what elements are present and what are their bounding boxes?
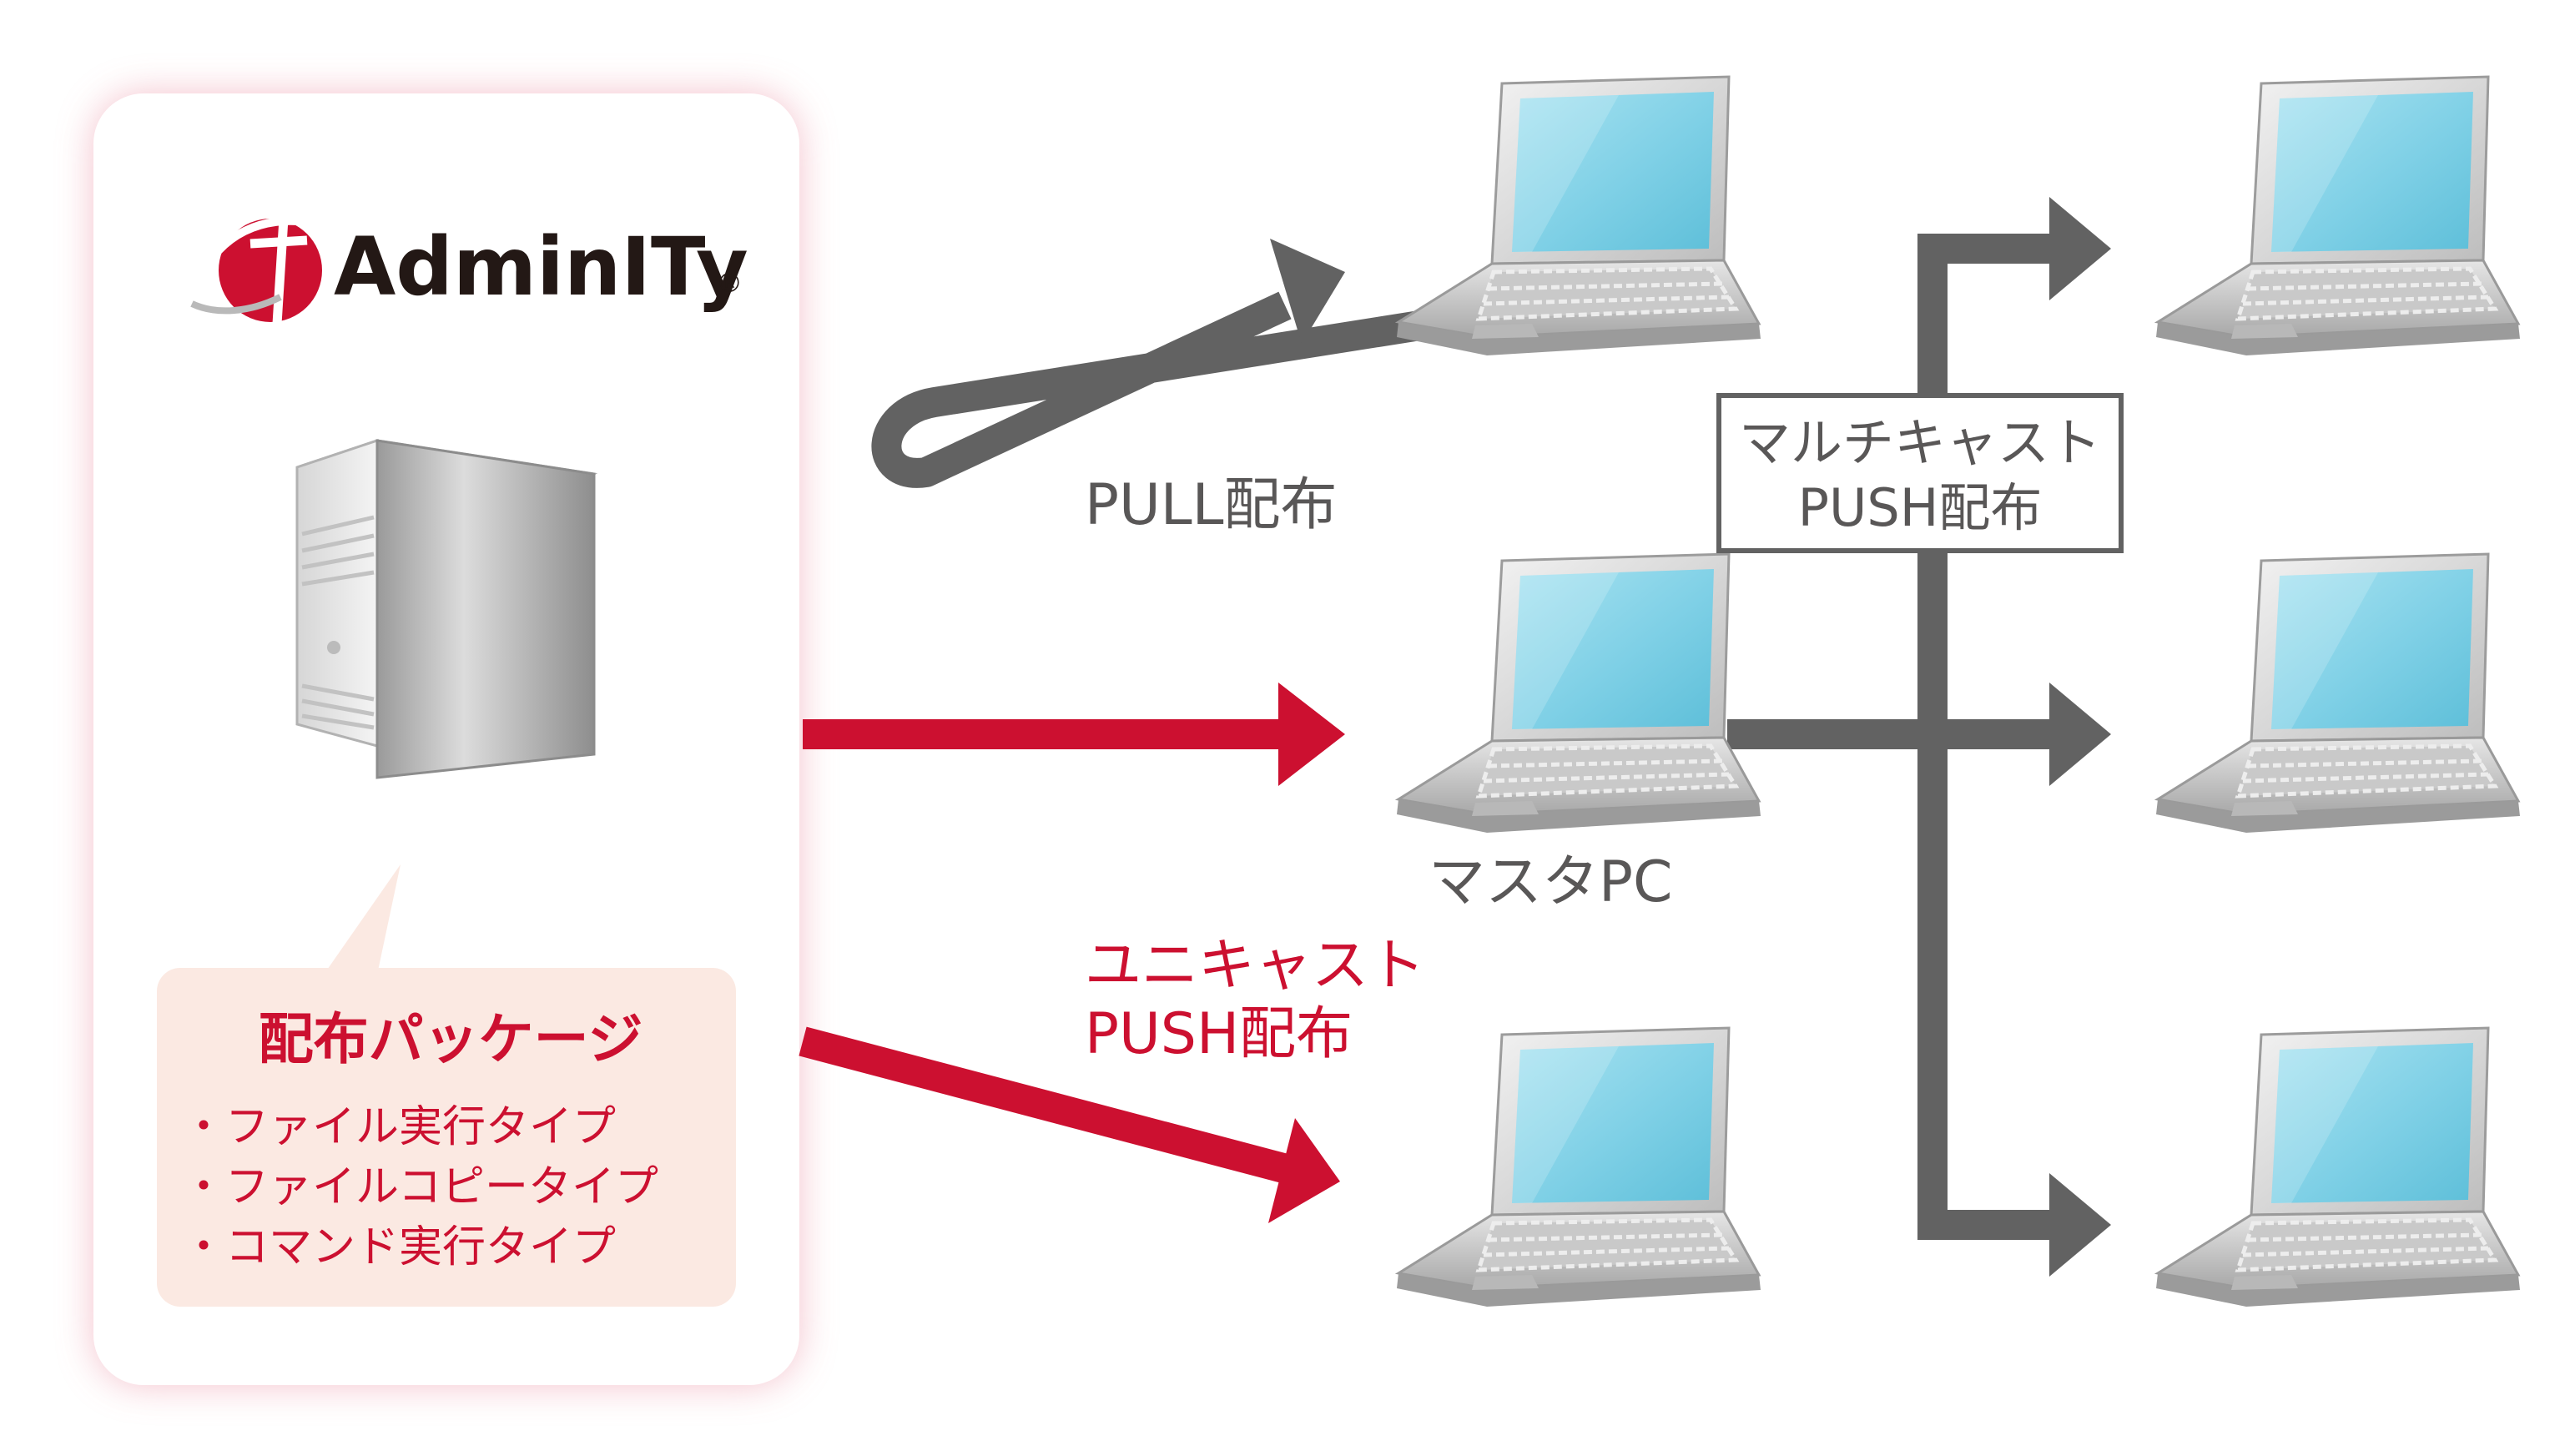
multicast-label-box	[1716, 393, 2124, 553]
master-pc-label: マスタPC	[1429, 849, 1673, 915]
registered-mark: ®	[716, 267, 743, 299]
laptop-icon	[1397, 77, 1761, 355]
unicast-arrow-diagonal	[799, 1026, 1340, 1223]
package-item: ・ファイル実行タイプ	[182, 1102, 616, 1152]
package-title: 配布パッケージ	[259, 1007, 643, 1071]
package-item: ・ファイルコピータイプ	[182, 1162, 658, 1212]
unicast-label: ユニキャスト	[1085, 933, 1425, 999]
laptop-icon	[1397, 554, 1761, 833]
multicast-label: マルチキャスト	[1739, 412, 2101, 473]
unicast-label: PUSH配布	[1085, 1001, 1353, 1067]
server-tower-icon	[295, 438, 598, 779]
laptop-icon	[2156, 77, 2520, 355]
adminity-logo-icon	[190, 216, 343, 325]
laptop-icon	[1397, 1028, 1761, 1307]
pull-label: PULL配布	[1085, 472, 1338, 538]
package-callout	[157, 864, 736, 1307]
brand-name: AdminITy	[334, 220, 748, 314]
multicast-label: PUSH配布	[1798, 477, 2043, 538]
multicast-tree-arrows	[1727, 197, 2111, 1277]
unicast-arrow-horizontal	[803, 683, 1345, 786]
laptop-icon	[2156, 554, 2520, 833]
package-item: ・コマンド実行タイプ	[182, 1222, 616, 1272]
laptop-icon	[2156, 1028, 2520, 1307]
pull-arrow	[871, 239, 1496, 488]
